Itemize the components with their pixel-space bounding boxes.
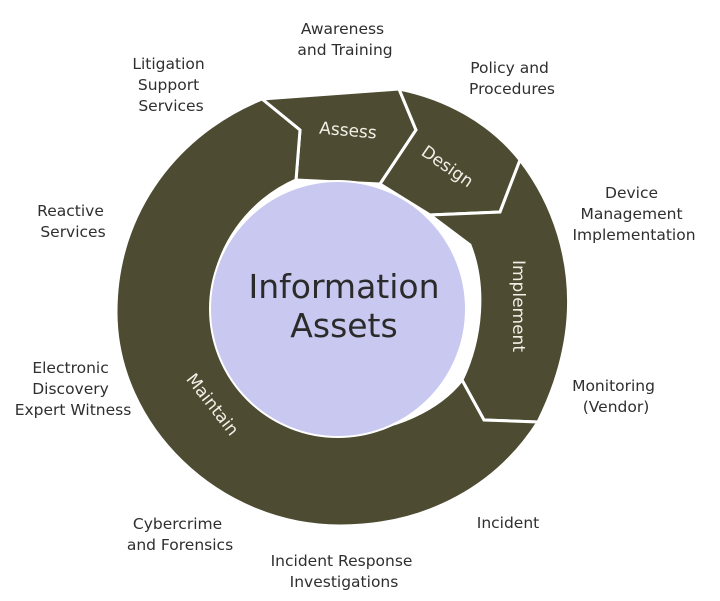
service-litigation-line-1: Litigation <box>132 55 204 73</box>
service-electronic-discovery: Electronic Discovery Expert Witness <box>15 359 132 419</box>
center-title-line-1: Information <box>248 267 439 306</box>
service-awareness-line-1: Awareness <box>301 20 384 38</box>
service-litigation-line-2: Support <box>138 76 199 94</box>
service-cybercrime-line-2: and Forensics <box>127 536 233 554</box>
service-ediscovery-line-3: Expert Witness <box>15 401 132 419</box>
service-ediscovery-line-1: Electronic <box>32 359 108 377</box>
service-litigation-support: Litigation Support Services <box>132 55 209 115</box>
service-monitoring-line-1: Monitoring <box>572 377 655 395</box>
service-awareness-training: Awareness and Training <box>297 20 392 59</box>
service-incident-line-1: Incident <box>477 514 540 532</box>
service-policy-line-2: Procedures <box>469 80 555 98</box>
service-cybercrime-forensics: Cybercrime and Forensics <box>127 515 233 554</box>
service-device-management: Device Management Implementation <box>572 184 695 244</box>
service-device-line-2: Management <box>580 205 682 223</box>
service-policy-line-1: Policy and <box>470 59 549 77</box>
service-reactive-line-2: Services <box>40 223 105 241</box>
center-title-line-2: Assets <box>290 306 397 345</box>
service-monitoring-vendor: Monitoring (Vendor) <box>572 377 660 416</box>
service-ediscovery-line-2: Discovery <box>32 380 109 398</box>
service-device-line-1: Device <box>605 184 658 202</box>
service-incident-response-line-1: Incident Response <box>271 552 413 570</box>
phase-label-implement: Implement <box>508 260 528 352</box>
service-policy-procedures: Policy and Procedures <box>469 59 555 98</box>
service-reactive-line-1: Reactive <box>37 202 104 220</box>
service-incident: Incident <box>477 514 540 532</box>
service-litigation-line-3: Services <box>138 97 203 115</box>
service-device-line-3: Implementation <box>572 226 695 244</box>
service-cybercrime-line-1: Cybercrime <box>133 515 222 533</box>
center-circle <box>209 180 467 438</box>
service-reactive: Reactive Services <box>37 202 109 241</box>
service-monitoring-line-2: (Vendor) <box>583 398 650 416</box>
service-incident-response: Incident Response Investigations <box>271 552 418 591</box>
service-awareness-line-2: and Training <box>297 41 392 59</box>
segment-implement <box>425 156 571 424</box>
service-incident-response-line-2: Investigations <box>290 573 399 591</box>
